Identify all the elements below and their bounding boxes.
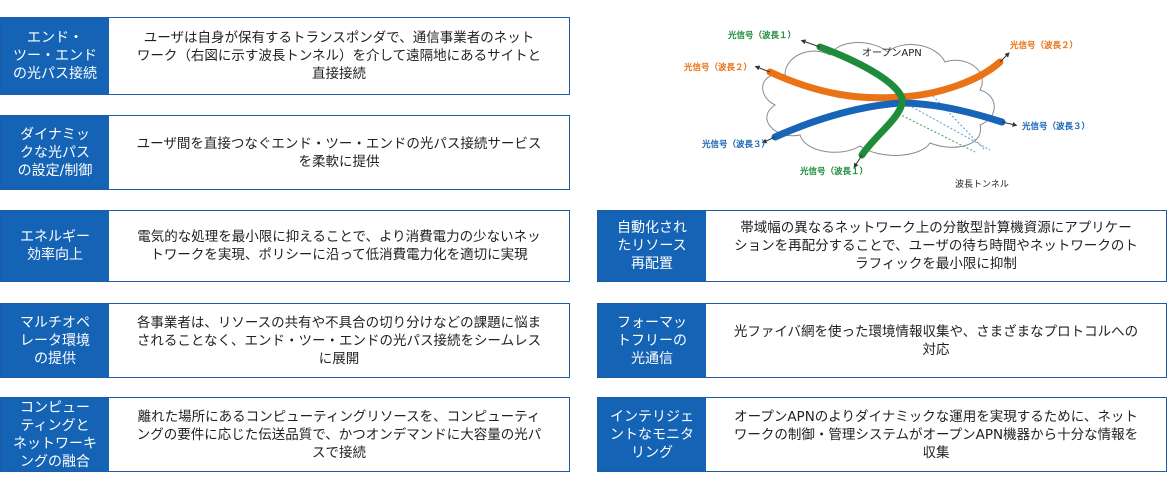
wave2-right-arrow <box>999 52 1010 63</box>
wave1-bottom-arrow <box>853 154 863 169</box>
feature-label: エネルギー 効率向上 <box>1 211 109 281</box>
feature-label: エンド・ ツー・エンド の光パス接続 <box>1 18 109 94</box>
feature-card-e2e-optical-path: エンド・ ツー・エンド の光パス接続 ユーザは自身が保有するトランスポンダで、通… <box>0 17 570 95</box>
signal1-top-label: 光信号（波長１） <box>727 30 796 41</box>
wave2-left-arrow <box>754 65 771 73</box>
feature-description: オープンAPNのよりダイナミックな運用を実現するために、ネット ワークの制御・管… <box>733 408 1139 461</box>
signal2-left-label: 光信号（波長２） <box>683 62 752 73</box>
feature-description: 各事業者は、リソースの共有や不具合の切り分けなどの課題に悩ま されることなく、エ… <box>136 314 542 367</box>
wave1-fiber-line <box>816 43 906 159</box>
feature-description: 電気的な処理を最小限に抑えることで、より消費電力の少ないネッ トワークを実現、ポ… <box>137 229 541 263</box>
wave3-left-arrow <box>761 136 776 144</box>
feature-label: マルチオペ レータ環境 の提供 <box>1 304 109 377</box>
wave1-dotted-connector <box>894 111 976 153</box>
wave1-top-arrow <box>800 39 821 48</box>
signal1-bottom-label: 光信号（波長１） <box>799 166 868 177</box>
wave3-right-arrow <box>1001 121 1018 127</box>
feature-label: インテリジェ ントなモニタ リング <box>598 398 706 471</box>
signal2-right-label: 光信号（波長２） <box>1009 40 1078 51</box>
feature-card-computing-networking: コンピュー ティングと ネットワーキ ングの融合 離れた場所にあるコンピューティ… <box>0 397 570 472</box>
feature-card-intelligent-monitoring: インテリジェ ントなモニタ リング オープンAPNのよりダイナミックな運用を実現… <box>597 397 1167 472</box>
wave2-dotted-connector <box>904 102 991 151</box>
feature-card-resource-relocation: 自動化され たリソース 再配置 帯域幅の異なるネットワーク上の分散型計算機資源に… <box>597 210 1167 282</box>
signal3-right-label: 光信号（波長３） <box>1021 121 1090 132</box>
feature-description: 離れた場所にあるコンピューティングリソースを、コンピューティ ングの要件に応じた… <box>136 408 542 461</box>
cloud-label: オープンAPN <box>862 47 922 59</box>
signal3-left-label: 光信号（波長３） <box>701 139 770 150</box>
feature-card-format-free: フォーマッ トフリーの 光通信 光ファイバ網を使った環境情報収集や、さまざまなプ… <box>597 303 1167 378</box>
feature-card-multi-operator: マルチオペ レータ環境 の提供 各事業者は、リソースの共有や不具合の切り分けなど… <box>0 303 570 378</box>
feature-card-energy-efficiency: エネルギー 効率向上 電気的な処理を最小限に抑えることで、より消費電力の少ないネ… <box>0 210 570 282</box>
feature-description: ユーザは自身が保有するトランスポンダで、通信事業者のネット ワーク（右図に示す波… <box>136 30 542 82</box>
feature-label: コンピュー ティングと ネットワーキ ングの融合 <box>1 398 109 471</box>
feature-description: 帯域幅の異なるネットワーク上の分散型計算機資源にアプリケー ションを再配分するこ… <box>734 220 1138 272</box>
feature-card-dynamic-optical-path: ダイナミッ クな光パス の設定/制御 ユーザ間を直接つなぐエンド・ツー・エンドの… <box>0 115 570 190</box>
tunnel-label: 波長トンネル <box>955 178 1009 190</box>
feature-description: 光ファイバ網を使った環境情報収集や、さまざまなプロトコルへの 対応 <box>733 323 1139 358</box>
feature-label: ダイナミッ クな光パス の設定/制御 <box>1 116 109 189</box>
open-apn-diagram: オープンAPN 波長トンネル 光信号（波長１） 光信号（波長１） 光信号（波長２… <box>683 30 1090 190</box>
wave3-dotted-connector <box>929 92 986 151</box>
feature-description: ユーザ間を直接つなぐエンド・ツー・エンドの光パス接続サービス を柔軟に提供 <box>136 135 542 170</box>
feature-label: 自動化され たリソース 再配置 <box>598 211 706 281</box>
feature-label: フォーマッ トフリーの 光通信 <box>598 304 706 377</box>
